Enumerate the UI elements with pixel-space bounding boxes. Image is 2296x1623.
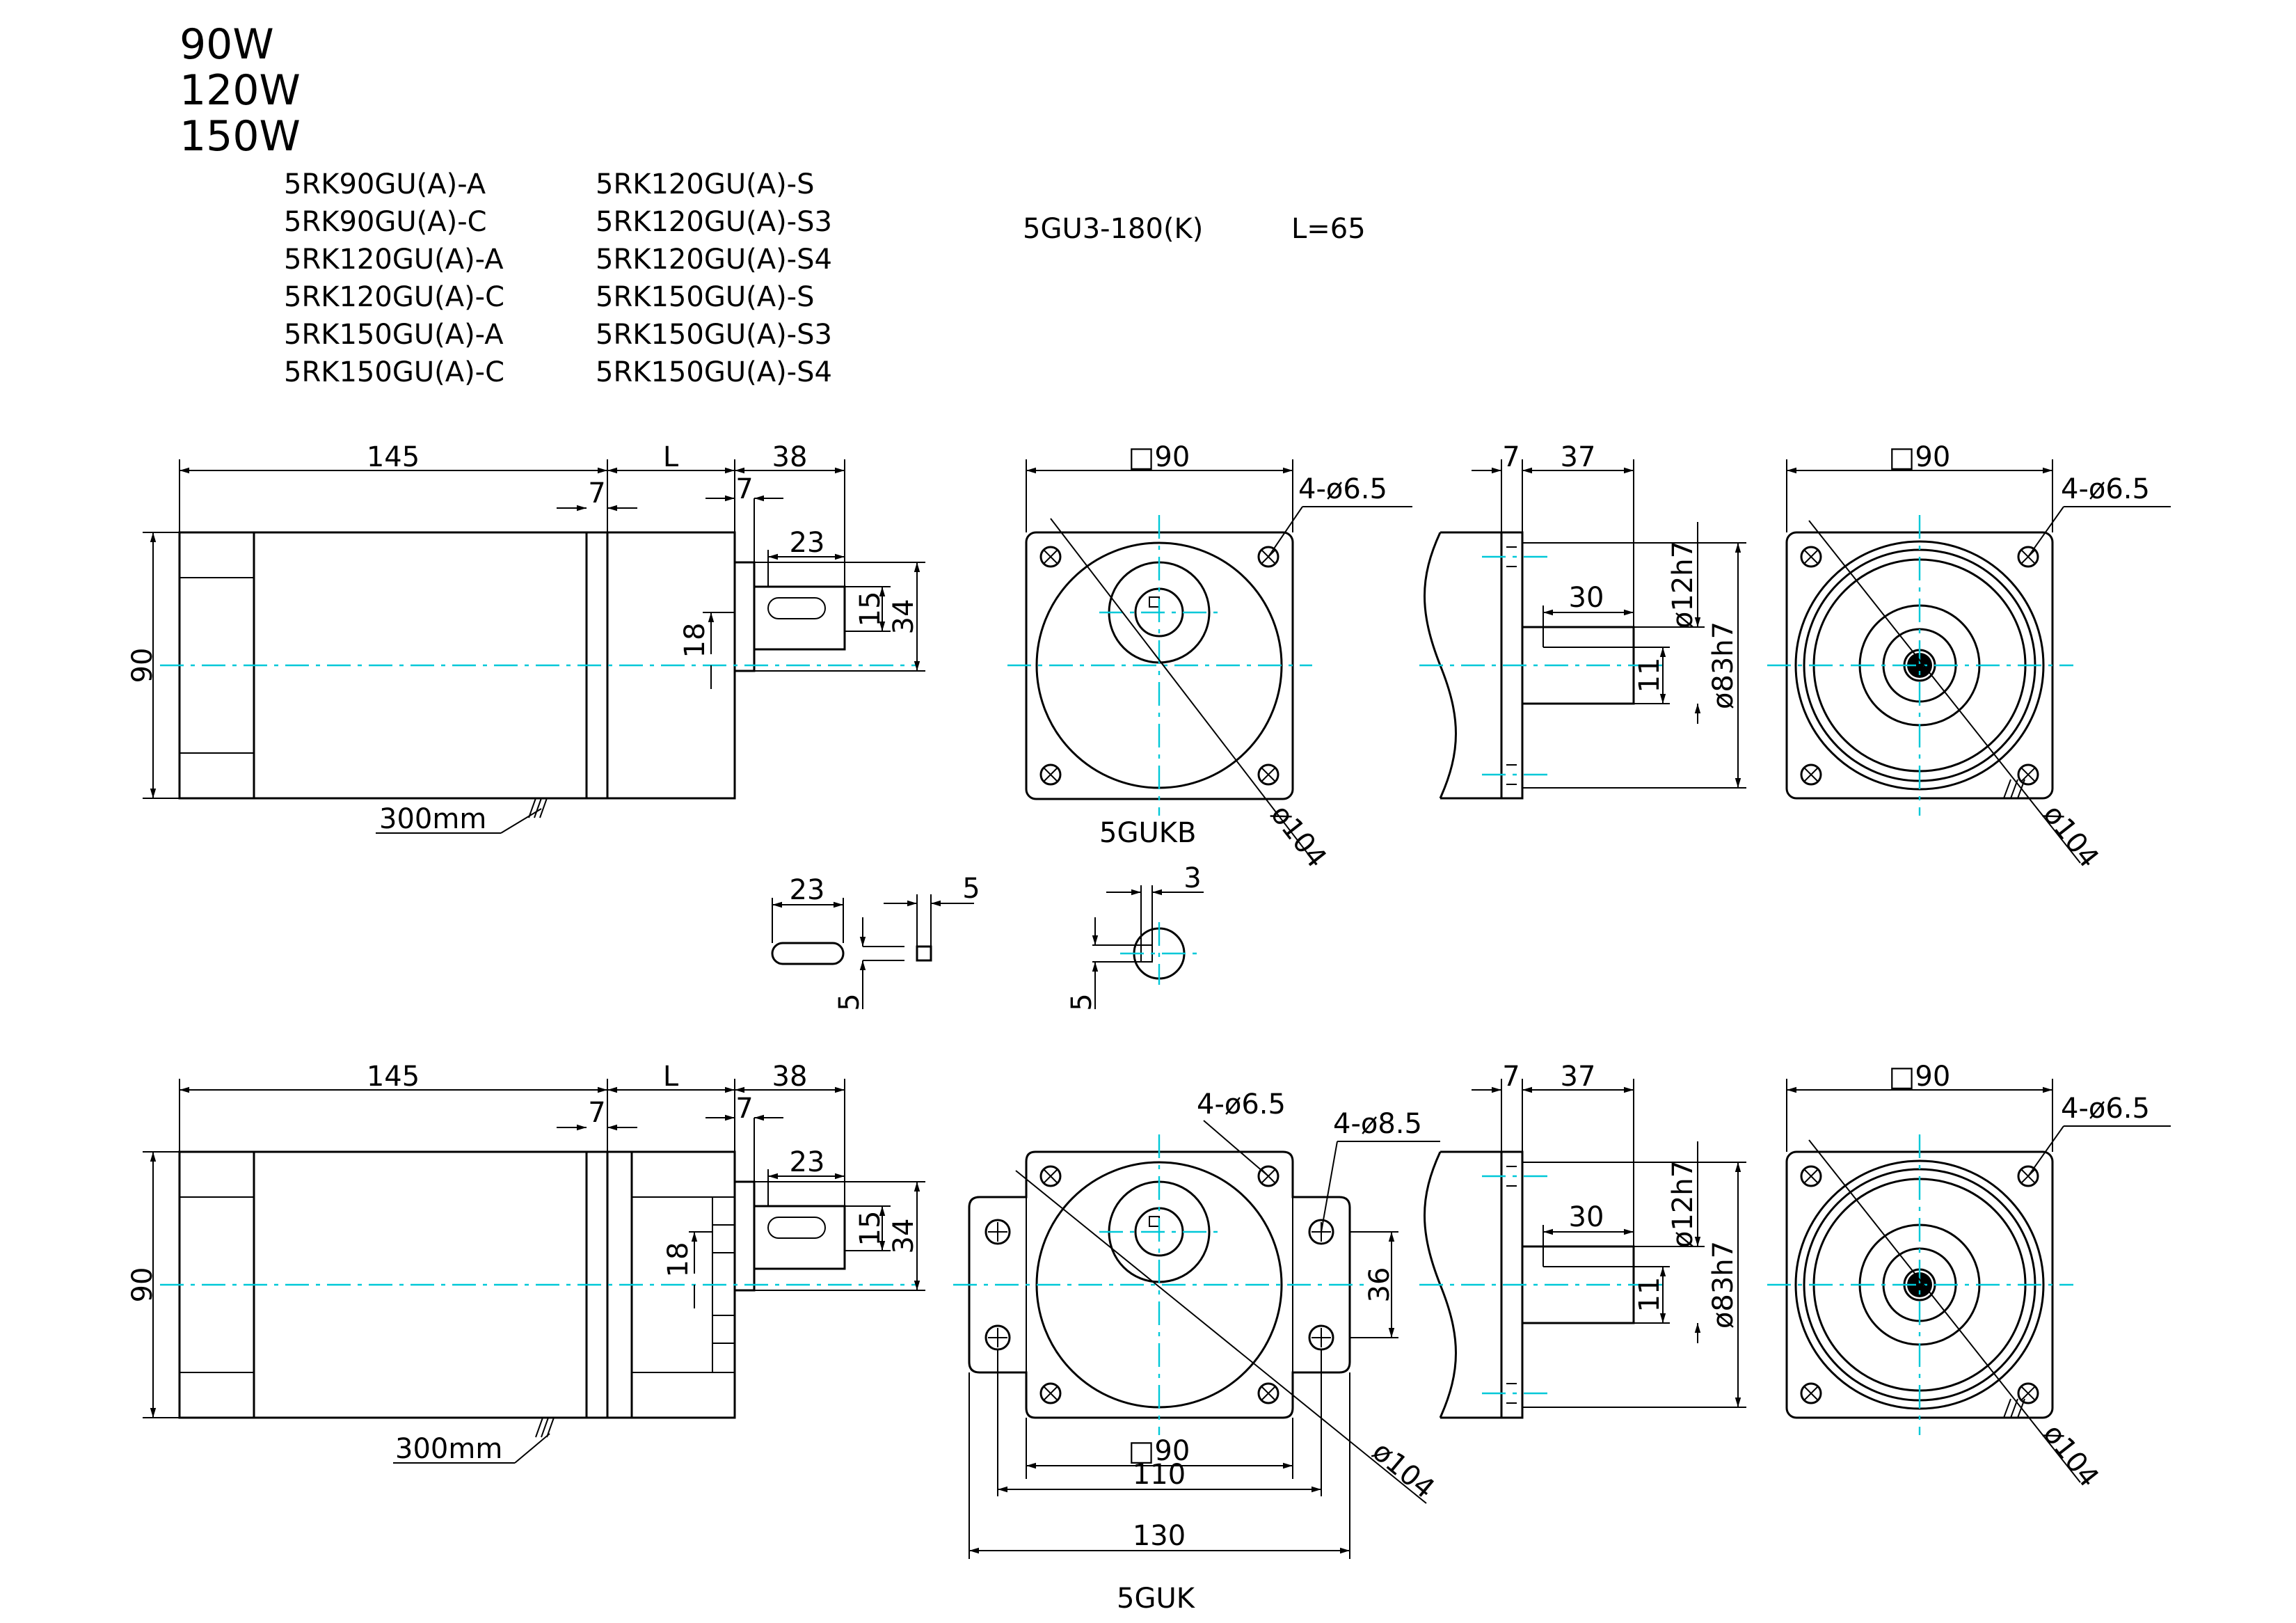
dim-15: 15: [854, 592, 886, 627]
mount-hole: [1039, 546, 1279, 786]
dim-motor-square-bottom: □90: [1889, 1061, 1951, 1093]
dim-key-30-bottom: 30: [1569, 1201, 1604, 1233]
gear-length-value: L=65: [1291, 213, 1366, 245]
dim-shaft-dia-bottom: ø12h7: [1667, 1160, 1699, 1248]
dim-flange-7-bottom: 7: [1502, 1061, 1520, 1093]
dim-7b-bottom: 7: [735, 1093, 753, 1125]
mount-hole: [1800, 546, 2039, 786]
dim-shaft-dia: ø12h7: [1667, 541, 1699, 628]
model-right-4: 5RK150GU(A)-S: [596, 281, 815, 313]
dim-pilot-dia-bottom: ø83h7: [1707, 1241, 1739, 1329]
model-right-5: 5RK150GU(A)-S3: [596, 319, 832, 351]
dim-l: L: [663, 441, 679, 473]
holes-a-label: 4-ø6.5: [1197, 1088, 1286, 1121]
shaft-dim-3: 3: [1183, 862, 1201, 894]
model-left-4: 5RK120GU(A)-C: [284, 281, 504, 313]
dim-shaft-37-bottom: 37: [1561, 1061, 1596, 1093]
motor-end-view-top: □90 4-ø6.5 ø104: [1767, 441, 2171, 874]
front-view-top: □90 4-ø6.5 ø104 5GUKB: [1007, 441, 1412, 874]
dim-7a-bottom: 7: [588, 1097, 605, 1129]
dim-145: 145: [367, 441, 420, 473]
motor-holes-label: 4-ø6.5: [2061, 473, 2150, 505]
dim-38: 38: [772, 441, 808, 473]
profile-view-bottom: 7 37 30 11 ø12h7 ø83h7: [1419, 1061, 1746, 1419]
dim-shaft-37: 37: [1561, 441, 1596, 473]
key-dim-5t: 5: [834, 993, 866, 1011]
dim-l-bottom: L: [663, 1061, 679, 1093]
power-150w: 150W: [180, 112, 301, 161]
key-detail: 23 5 5: [771, 873, 980, 1011]
power-120w: 120W: [180, 66, 301, 115]
dim-34-bottom: 34: [888, 1219, 920, 1254]
motor-pcd-label-bottom: ø104: [2036, 1418, 2105, 1494]
view-label-5guk: 5GUK: [1117, 1583, 1196, 1615]
dim-key-30: 30: [1569, 582, 1604, 614]
dim-18-bottom: 18: [662, 1242, 694, 1278]
dim-motor-square: □90: [1889, 441, 1951, 473]
model-left-6: 5RK150GU(A)-C: [284, 356, 504, 388]
front-view-bottom: 4-ø6.5 4-ø8.5 36 □90 110 130 ø104 5GUK: [953, 1088, 1440, 1615]
dim-square-90-bottom: □90: [1129, 1435, 1190, 1467]
dim-130: 130: [1133, 1520, 1186, 1552]
dim-key-11: 11: [1634, 658, 1666, 693]
dim-90-bottom: 90: [127, 1267, 159, 1303]
model-right-3: 5RK120GU(A)-S4: [596, 244, 832, 276]
holes-b-label: 4-ø8.5: [1333, 1108, 1422, 1140]
pcd-label-bottom: ø104: [1366, 1435, 1441, 1505]
side-view-bottom: 145 L 38 7 7 23 90 18 15 34 300mm: [127, 1061, 925, 1465]
dim-flange-7: 7: [1502, 441, 1520, 473]
key-outline: [771, 942, 845, 965]
header: 90W 120W 150W 5RK90GU(A)-A 5RK90GU(A)-C …: [180, 20, 1366, 388]
holes-label: 4-ø6.5: [1298, 473, 1387, 505]
motor-pcd-label: ø104: [2036, 799, 2105, 874]
output-shaft-bottom: [753, 1205, 846, 1270]
dim-23: 23: [790, 527, 825, 559]
dim-7a: 7: [588, 477, 605, 509]
profile-view-top: 7 37 30 11 ø12h7 ø83h7: [1419, 441, 1746, 800]
dim-18: 18: [679, 623, 711, 658]
power-90w: 90W: [180, 20, 274, 69]
view-label-5gukb: 5GUKB: [1099, 817, 1196, 849]
motor-holes-label-bottom: 4-ø6.5: [2061, 1093, 2150, 1125]
dim-square-90: □90: [1129, 441, 1190, 473]
output-shaft: [753, 585, 846, 651]
gear-flange-bottom: [968, 1150, 1351, 1419]
lead-length: 300mm: [379, 803, 486, 835]
lead-length-bottom: 300mm: [395, 1433, 502, 1465]
side-view-top: 145 L 38 7 7 23 90 18 15 34: [127, 441, 925, 835]
dim-110: 110: [1133, 1459, 1186, 1491]
dim-23-bottom: 23: [790, 1146, 825, 1178]
dim-145-bottom: 145: [367, 1061, 420, 1093]
mount-hole: [1039, 1165, 1279, 1404]
model-left-1: 5RK90GU(A)-A: [284, 168, 486, 200]
flange-hole: [984, 1219, 1334, 1351]
dim-36: 36: [1364, 1267, 1396, 1303]
shaft-boss: [733, 561, 756, 672]
dim-34: 34: [888, 599, 920, 635]
dim-90: 90: [127, 648, 159, 683]
dim-38-bottom: 38: [772, 1061, 808, 1093]
dim-15-bottom: 15: [854, 1211, 886, 1246]
shaft-detail: 3 5: [1066, 862, 1204, 1011]
dim-key-11-bottom: 11: [1634, 1277, 1666, 1313]
model-right-6: 5RK150GU(A)-S4: [596, 356, 832, 388]
key-dim-23: 23: [790, 874, 825, 906]
pcd-label: ø104: [1264, 799, 1332, 874]
mount-hole: [1800, 1165, 2039, 1404]
motor-end-view-bottom: □90 4-ø6.5 ø104: [1767, 1061, 2171, 1494]
model-left-2: 5RK90GU(A)-C: [284, 206, 487, 238]
model-left-5: 5RK150GU(A)-A: [284, 319, 504, 351]
dim-7b: 7: [735, 473, 753, 505]
gearhead-model: 5GU3-180(K): [1023, 213, 1203, 245]
model-left-3: 5RK120GU(A)-A: [284, 244, 504, 276]
model-right-1: 5RK120GU(A)-S: [596, 168, 815, 200]
shaft-dim-5: 5: [1066, 993, 1098, 1011]
model-right-2: 5RK120GU(A)-S3: [596, 206, 832, 238]
key-dim-5w: 5: [962, 873, 980, 905]
dim-pilot-dia: ø83h7: [1707, 622, 1739, 709]
